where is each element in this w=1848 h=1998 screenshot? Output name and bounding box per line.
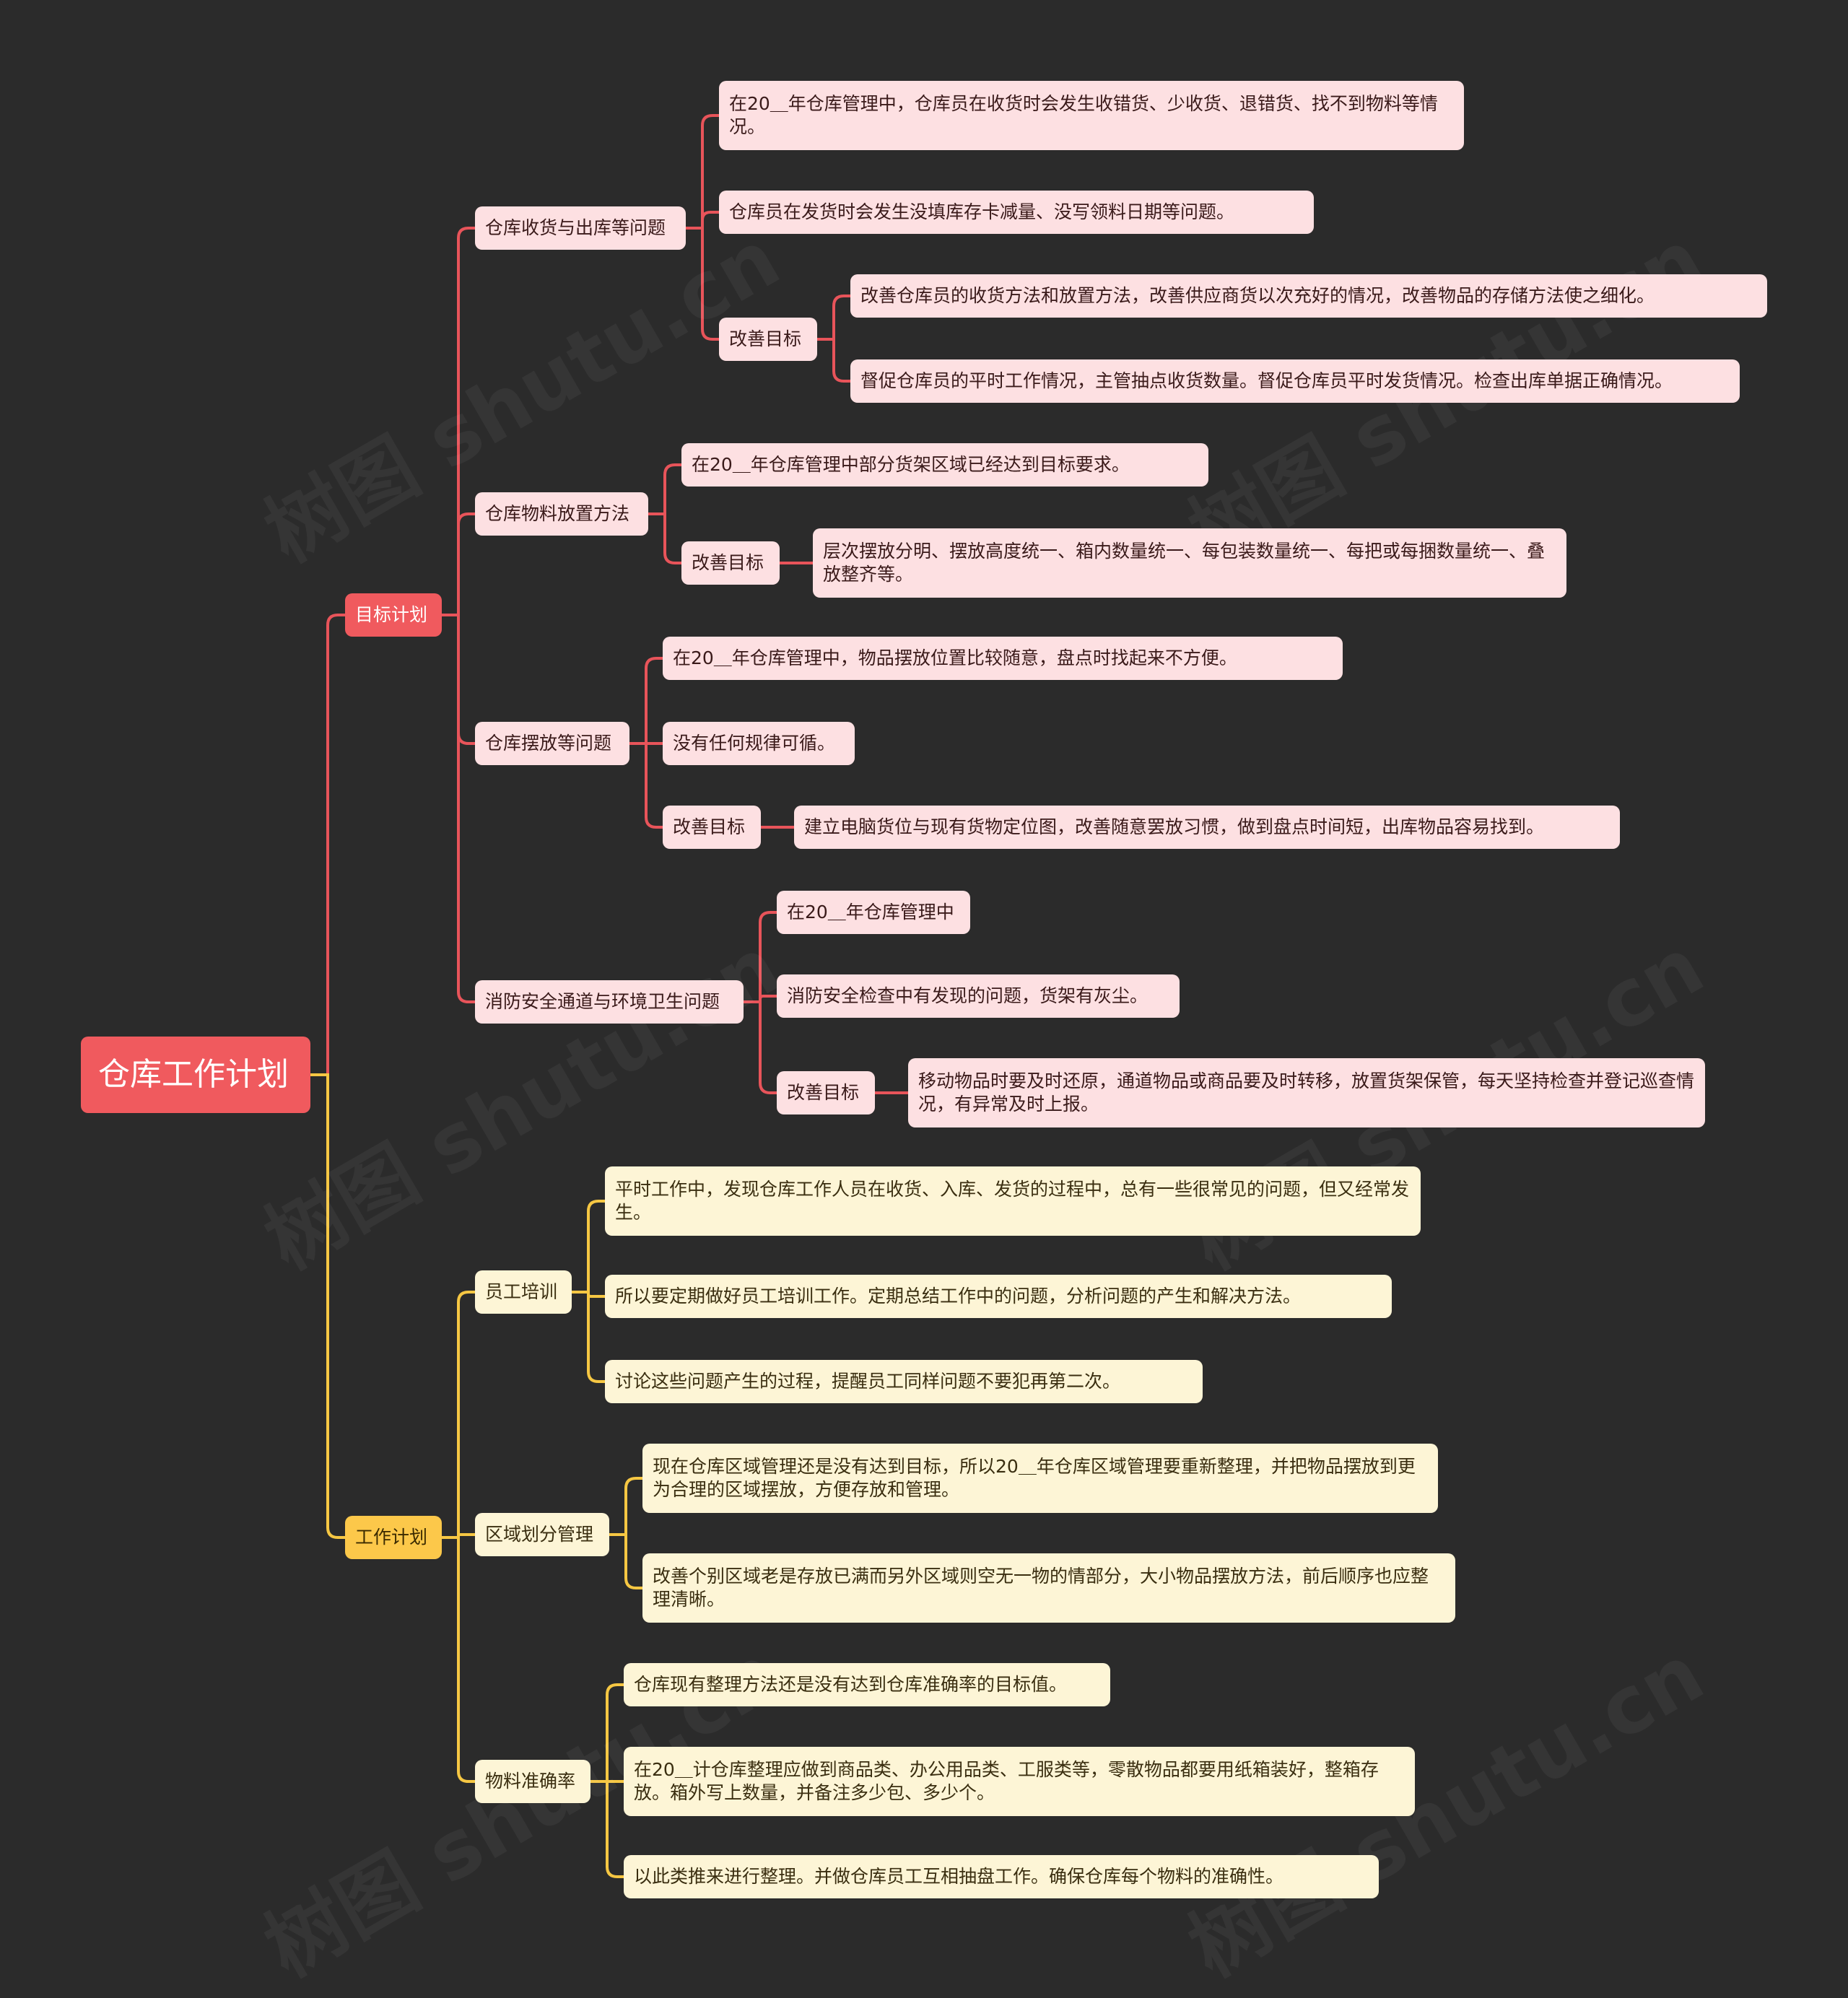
connector-line — [744, 995, 777, 1003]
connector-line — [648, 512, 681, 564]
branch-target-plan[interactable]: 目标计划 — [345, 593, 442, 637]
leaf-text[interactable]: 在20＿计仓库整理应做到商品类、办公用品类、工服类等，零散物品都要用纸箱装好，整… — [624, 1747, 1415, 1816]
connector-line — [609, 1533, 642, 1589]
leaf-text[interactable]: 消防安全检查中有发现的问题，货架有灰尘。 — [777, 974, 1180, 1018]
leaf-text[interactable]: 讨论这些问题产生的过程，提醒员工同样问题不要犯再第二次。 — [605, 1360, 1203, 1403]
connector-line — [590, 1780, 624, 1878]
topic-staff-training[interactable]: 员工培训 — [475, 1270, 572, 1314]
connector-line — [686, 114, 719, 230]
connector-line — [442, 1533, 475, 1539]
connector-line — [442, 1291, 475, 1539]
topic-zone-management[interactable]: 区域划分管理 — [475, 1513, 609, 1556]
topic-material-placement[interactable]: 仓库物料放置方法 — [475, 492, 648, 536]
connector-line — [817, 338, 850, 383]
leaf-text[interactable]: 所以要定期做好员工培训工作。定期总结工作中的问题，分析问题的产生和解决方法。 — [605, 1275, 1392, 1318]
leaf-text[interactable]: 在20＿年仓库管理中部分货架区域已经达到目标要求。 — [681, 443, 1208, 487]
improvement-goal[interactable]: 改善目标 — [719, 318, 817, 361]
connector-line — [686, 227, 719, 341]
topic-fire-safety-hygiene[interactable]: 消防安全通道与环境卫生问题 — [475, 980, 744, 1024]
connector-line — [590, 1683, 624, 1783]
leaf-text[interactable]: 在20＿年仓库管理中，物品摆放位置比较随意，盘点时找起来不方便。 — [663, 637, 1343, 680]
leaf-text[interactable]: 建立电脑货位与现有货物定位图，改善随意罢放习惯，做到盘点时间短，出库物品容易找到… — [794, 806, 1620, 849]
leaf-text[interactable]: 移动物品时要及时还原，通道物品或商品要及时转移，放置货架保管，每天坚持检查并登记… — [908, 1058, 1705, 1127]
connector-line — [648, 463, 681, 515]
root-topic[interactable]: 仓库工作计划 — [81, 1037, 310, 1113]
leaf-text[interactable]: 层次摆放分明、摆放高度统一、箱内数量统一、每包装数量统一、每把或每捆数量统一、叠… — [813, 528, 1566, 598]
leaf-text[interactable]: 现在仓库区域管理还是没有达到目标，所以20＿年仓库区域管理要重新整理，并把物品摆… — [642, 1444, 1438, 1513]
connector-line — [629, 657, 663, 745]
improvement-goal[interactable]: 改善目标 — [663, 806, 761, 849]
topic-receiving-shipping[interactable]: 仓库收货与出库等问题 — [475, 206, 686, 250]
connector-line — [442, 227, 475, 616]
leaf-text[interactable]: 在20＿年仓库管理中 — [777, 891, 970, 934]
leaf-text[interactable]: 没有任何规律可循。 — [663, 722, 855, 765]
leaf-text[interactable]: 平时工作中，发现仓库工作人员在收货、入库、发货的过程中，总有一些很常见的问题，但… — [605, 1166, 1421, 1236]
connector-line — [686, 211, 719, 230]
improvement-goal[interactable]: 改善目标 — [681, 541, 780, 585]
leaf-text[interactable]: 改善个别区域老是存放已满而另外区域则空无一物的情部分，大小物品摆放方法，前后顺序… — [642, 1553, 1455, 1623]
connector-line — [310, 614, 345, 1076]
connector-line — [310, 1073, 345, 1539]
branch-work-plan[interactable]: 工作计划 — [345, 1516, 442, 1559]
connector-line — [744, 1000, 777, 1094]
leaf-text[interactable]: 在20＿年仓库管理中，仓库员在收货时会发生收错货、少收货、退错货、找不到物料等情… — [719, 81, 1464, 150]
connector-line — [442, 614, 475, 1003]
connector-line — [744, 911, 777, 1003]
connector-line — [629, 742, 663, 829]
connector-line — [609, 1477, 642, 1536]
connector-line — [442, 1536, 475, 1783]
topic-storage-arrangement[interactable]: 仓库摆放等问题 — [475, 722, 629, 765]
leaf-text[interactable]: 改善仓库员的收货方法和放置方法，改善供应商货以次充好的情况，改善物品的存储方法使… — [850, 274, 1767, 318]
leaf-text[interactable]: 督促仓库员的平时工作情况，主管抽点收货数量。督促仓库员平时发货情况。检查出库单据… — [850, 359, 1740, 403]
connector-line — [442, 512, 475, 616]
connector-line — [817, 295, 850, 341]
connector-line — [572, 1200, 605, 1294]
leaf-text[interactable]: 仓库现有整理方法还是没有达到仓库准确率的目标值。 — [624, 1663, 1110, 1706]
leaf-text[interactable]: 仓库员在发货时会发生没填库存卡减量、没写领料日期等问题。 — [719, 191, 1314, 234]
connector-line — [572, 1291, 605, 1383]
leaf-text[interactable]: 以此类推来进行整理。并做仓库员工互相抽盘工作。确保仓库每个物料的准确性。 — [624, 1855, 1379, 1898]
topic-material-accuracy[interactable]: 物料准确率 — [475, 1760, 590, 1803]
improvement-goal[interactable]: 改善目标 — [777, 1071, 875, 1114]
